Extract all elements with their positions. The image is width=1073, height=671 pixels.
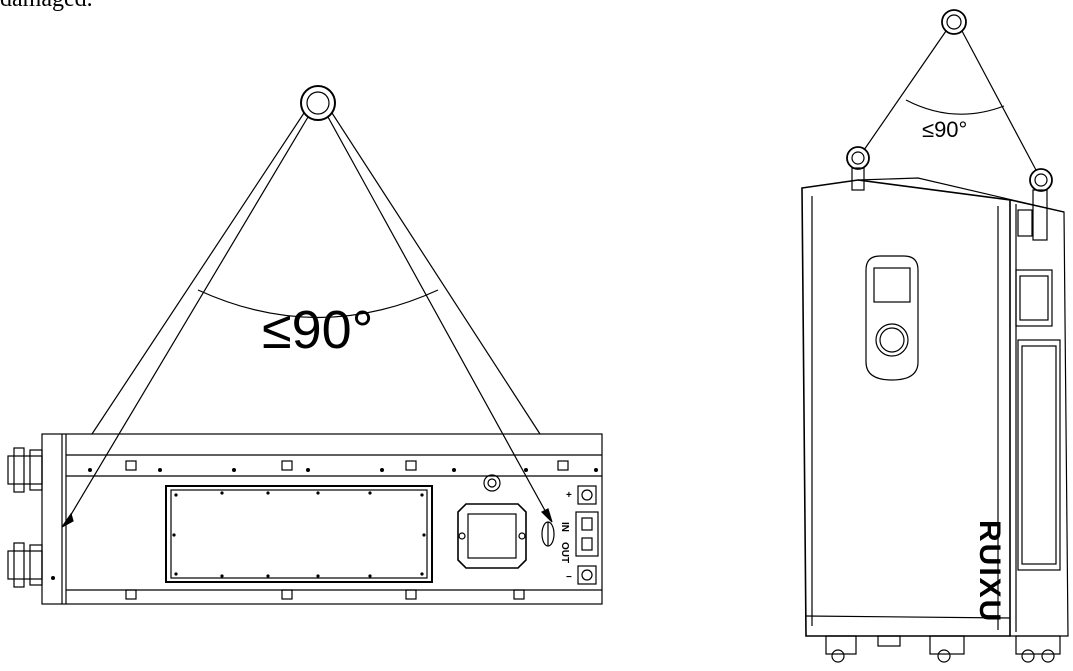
- left-bottom-brackets: [125, 589, 525, 600]
- right-side-panel: [1017, 339, 1061, 571]
- brand-logo-text: RUIXU: [973, 520, 1006, 623]
- left-battery-body: [41, 433, 603, 605]
- left-top-brackets: [125, 460, 569, 471]
- left-end-handles: [7, 447, 55, 588]
- left-power-button: [483, 474, 501, 492]
- heading-text-fragment: damaged.: [0, 0, 93, 13]
- right-junction-box: [1015, 209, 1053, 327]
- right-sling-ropes: [863, 30, 1037, 171]
- negative-terminal-label: −: [566, 572, 572, 583]
- left-angle-label: ≤90°: [262, 300, 373, 360]
- left-lifting-diagram: ≤90°: [7, 85, 603, 605]
- left-access-panel: [165, 485, 433, 583]
- right-angle-label: ≤90°: [922, 117, 967, 142]
- left-lifting-ring: [300, 85, 336, 121]
- right-caster-wheels: [825, 635, 1061, 663]
- in-port-label: IN: [559, 522, 570, 532]
- left-junction-box: [457, 503, 527, 569]
- left-breaker-lever: [541, 521, 555, 547]
- right-lifting-eyes: [846, 146, 1053, 241]
- positive-terminal-label: +: [566, 490, 572, 501]
- right-angle-arc: [905, 99, 1005, 115]
- out-port-label: OUT: [559, 542, 570, 563]
- right-display-panel: [865, 255, 919, 381]
- left-top-rivets: [88, 468, 598, 472]
- right-lifting-diagram: ≤90°: [801, 9, 1069, 663]
- left-terminal-block: [575, 485, 599, 585]
- right-cabinet-body: [801, 177, 1069, 637]
- right-lifting-ring: [941, 9, 967, 35]
- left-angle-arc: [197, 289, 439, 319]
- left-port-labels: + − IN OUT: [559, 490, 572, 583]
